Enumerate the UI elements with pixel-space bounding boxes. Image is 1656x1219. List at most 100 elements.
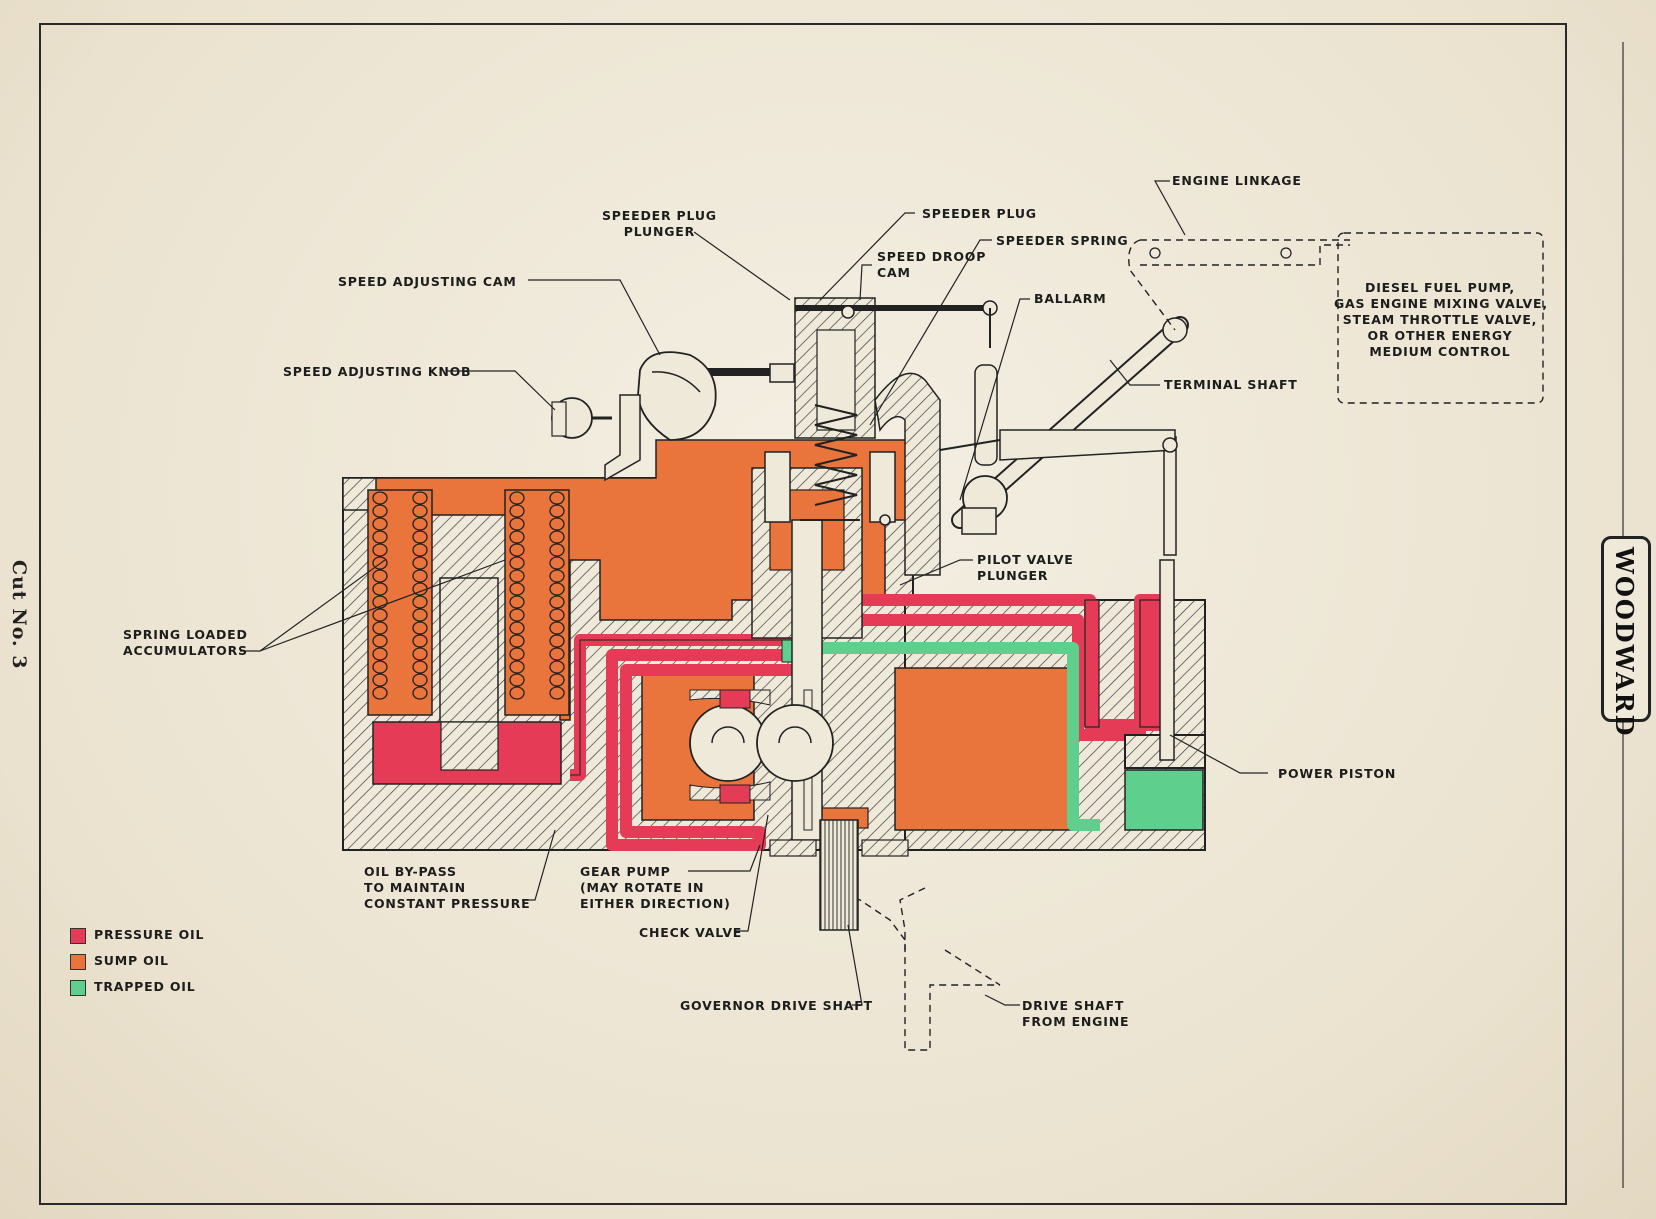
spring-coil <box>549 582 565 596</box>
spring-coil <box>509 491 525 505</box>
legend-swatch-pressure-oil <box>70 928 86 944</box>
spring-coil <box>372 621 388 635</box>
spring-coil <box>509 595 525 609</box>
spring-coil <box>509 556 525 570</box>
label-ballarm: BALLARM <box>1034 291 1107 306</box>
legend-label-trapped-oil: TRAPPED OIL <box>94 979 196 994</box>
spring-coil <box>372 582 388 596</box>
spring-coil <box>372 569 388 583</box>
sump-chamber-right <box>894 667 1074 831</box>
spring-coil <box>549 634 565 648</box>
label-speed-droop-cam: SPEED DROOP CAM <box>877 249 987 280</box>
spring-coil <box>412 634 428 648</box>
spring-coil <box>509 621 525 635</box>
leader-lines <box>240 180 1268 1006</box>
label-gear-pump: GEAR PUMP (MAY ROTATE IN EITHER DIRECTIO… <box>580 864 731 911</box>
spring-coil <box>549 491 565 505</box>
spring-coil <box>412 621 428 635</box>
spring-coil <box>549 660 565 674</box>
page-frame <box>39 23 1567 1205</box>
gear-pump-left-gear <box>689 704 767 782</box>
label-engine-linkage: ENGINE LINKAGE <box>1172 173 1302 188</box>
spring-coil <box>509 504 525 518</box>
legend-swatch-trapped-oil <box>70 980 86 996</box>
spring-coil <box>412 595 428 609</box>
spring-coil <box>509 634 525 648</box>
spring-coil <box>412 556 428 570</box>
spring-coil <box>509 517 525 531</box>
spring-coil <box>509 543 525 557</box>
spring-coil <box>372 673 388 687</box>
spring-coil <box>372 530 388 544</box>
spring-coil <box>549 621 565 635</box>
spring-coil <box>412 608 428 622</box>
spring-coil <box>549 517 565 531</box>
spring-coil <box>509 608 525 622</box>
spring-coil <box>412 647 428 661</box>
spring-coil <box>412 686 428 700</box>
side-caption: Cut No. 3 <box>8 560 30 670</box>
spring-coil <box>372 491 388 505</box>
trapped-oil-passage <box>815 642 1100 831</box>
spring-coil <box>549 595 565 609</box>
spring-coil <box>549 543 565 557</box>
label-energy-control: DIESEL FUEL PUMP, GAS ENGINE MIXING VALV… <box>1334 280 1548 359</box>
spring-coil <box>412 660 428 674</box>
spring-coil <box>372 634 388 648</box>
spring-coil <box>509 647 525 661</box>
speeder-spring <box>814 404 858 506</box>
label-drive-shaft-from-engine: DRIVE SHAFT FROM ENGINE <box>1022 998 1130 1029</box>
spring-coil <box>509 582 525 596</box>
spring-coil <box>509 530 525 544</box>
spring-coil <box>509 569 525 583</box>
brand-name: WOODWARD <box>1610 547 1639 738</box>
spring-coil <box>372 504 388 518</box>
legend-label-sump-oil: SUMP OIL <box>94 953 169 968</box>
spring-coil <box>549 530 565 544</box>
spring-coil <box>372 686 388 700</box>
label-speed-adjusting-knob: SPEED ADJUSTING KNOB <box>283 364 472 379</box>
brand-badge: WOODWARD <box>1601 536 1651 737</box>
label-power-piston: POWER PISTON <box>1278 766 1397 781</box>
label-spring-loaded-accumulators: SPRING LOADED ACCUMULATORS <box>123 627 248 658</box>
governor-drive-shaft-shape <box>819 819 859 931</box>
spring-coil <box>412 673 428 687</box>
spring-coil <box>372 660 388 674</box>
spring-coil <box>509 686 525 700</box>
label-pilot-valve-plunger: PILOT VALVE PLUNGER <box>977 552 1074 583</box>
spring-coil <box>412 543 428 557</box>
spring-coil <box>549 673 565 687</box>
spring-coil <box>509 660 525 674</box>
spring-coil <box>412 530 428 544</box>
trapped-oil-chamber <box>1124 769 1204 831</box>
label-speeder-plug-plunger: SPEEDER PLUG PLUNGER <box>602 208 717 239</box>
spring-coil <box>549 556 565 570</box>
label-speeder-plug: SPEEDER PLUG <box>922 206 1037 221</box>
spring-coil <box>549 504 565 518</box>
spring-coil <box>372 543 388 557</box>
label-check-valve: CHECK VALVE <box>639 925 743 940</box>
spring-coil <box>412 569 428 583</box>
label-speed-adjusting-cam: SPEED ADJUSTING CAM <box>338 274 517 289</box>
label-oil-bypass: OIL BY-PASS TO MAINTAIN CONSTANT PRESSUR… <box>364 864 531 911</box>
spring-coil <box>372 595 388 609</box>
spring-coil <box>372 556 388 570</box>
spring-coil <box>549 608 565 622</box>
gear-pump-right-gear <box>756 704 834 782</box>
legend-label-pressure-oil: PRESSURE OIL <box>94 927 205 942</box>
spring-coil <box>412 491 428 505</box>
spring-coil <box>372 647 388 661</box>
spring-coil <box>549 569 565 583</box>
accumulator-spring-left <box>372 491 428 700</box>
spring-coil <box>412 517 428 531</box>
speed-adjusting-cam-shape <box>637 351 717 441</box>
legend-swatch-sump-oil <box>70 954 86 970</box>
label-governor-drive-shaft: GOVERNOR DRIVE SHAFT <box>680 998 873 1013</box>
spring-coil <box>549 686 565 700</box>
engine-linkage-dashed <box>819 232 1544 1051</box>
spring-coil <box>412 504 428 518</box>
spring-coil <box>372 608 388 622</box>
spring-coil <box>372 517 388 531</box>
